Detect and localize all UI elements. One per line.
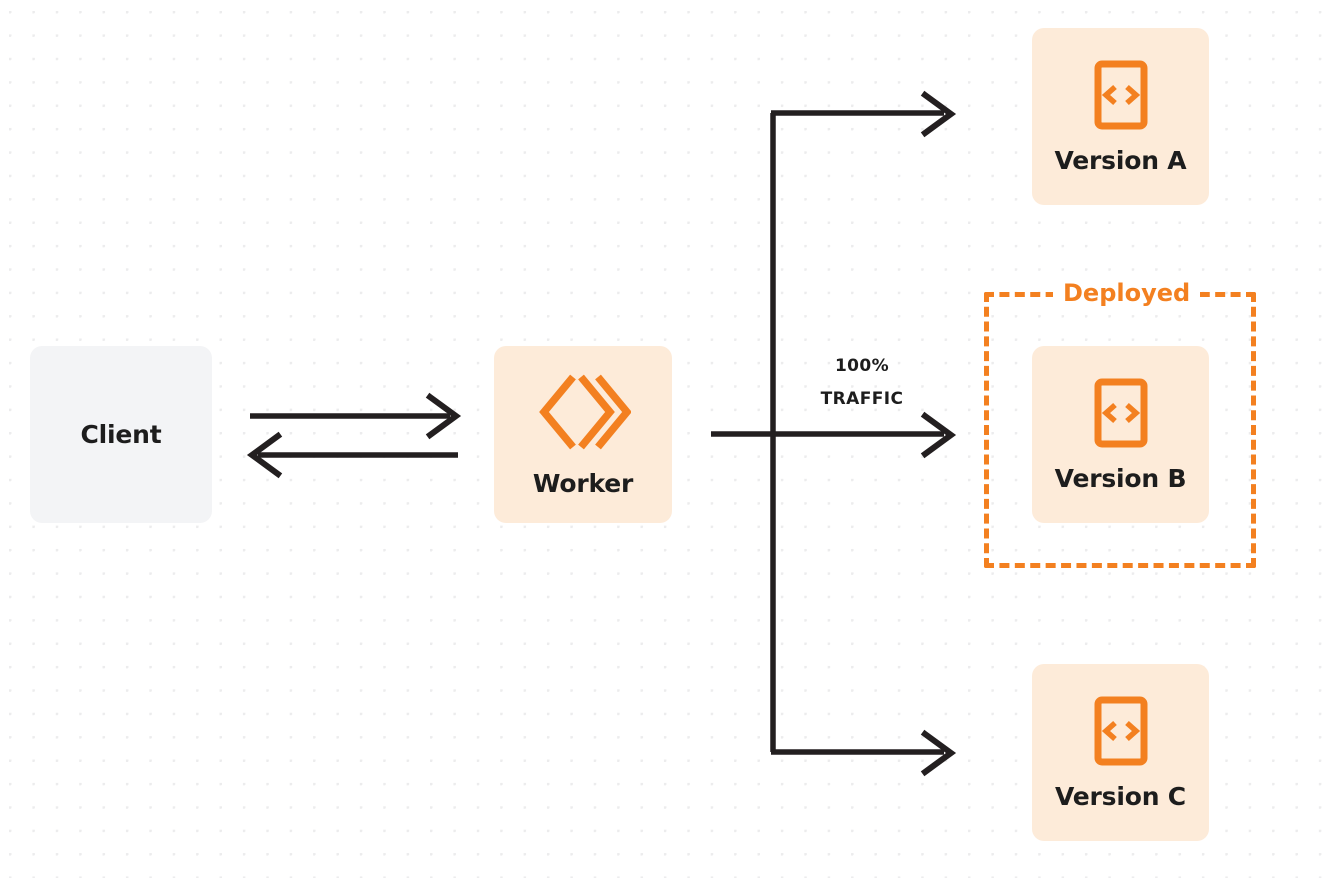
node-version-b[interactable]: Version B [1032, 346, 1209, 523]
version-c-label: Version C [1055, 782, 1186, 811]
node-version-c[interactable]: Version C [1032, 664, 1209, 841]
connector-worker-to-client [246, 431, 458, 479]
traffic-percent: 100% [834, 356, 890, 376]
connector-worker-to-version-b [711, 411, 957, 459]
code-file-icon [1084, 376, 1158, 450]
connector-worker-to-version-a [771, 90, 957, 138]
connector-client-to-worker [250, 392, 462, 440]
traffic-label: 100% TRAFFIC [782, 350, 942, 416]
code-file-icon [1084, 58, 1158, 132]
worker-label: Worker [532, 469, 634, 498]
code-file-icon [1084, 694, 1158, 768]
cloudflare-workers-logo-icon [535, 371, 632, 453]
connector-worker-to-version-c [771, 729, 957, 777]
deployed-group-label: Deployed [1053, 278, 1201, 308]
node-client[interactable]: Client [30, 346, 212, 523]
version-a-label: Version A [1054, 146, 1187, 175]
node-version-a[interactable]: Version A [1032, 28, 1209, 205]
version-b-label: Version B [1054, 464, 1187, 493]
traffic-caption: TRAFFIC [820, 389, 904, 409]
client-label: Client [80, 420, 162, 449]
node-worker[interactable]: Worker [494, 346, 672, 523]
